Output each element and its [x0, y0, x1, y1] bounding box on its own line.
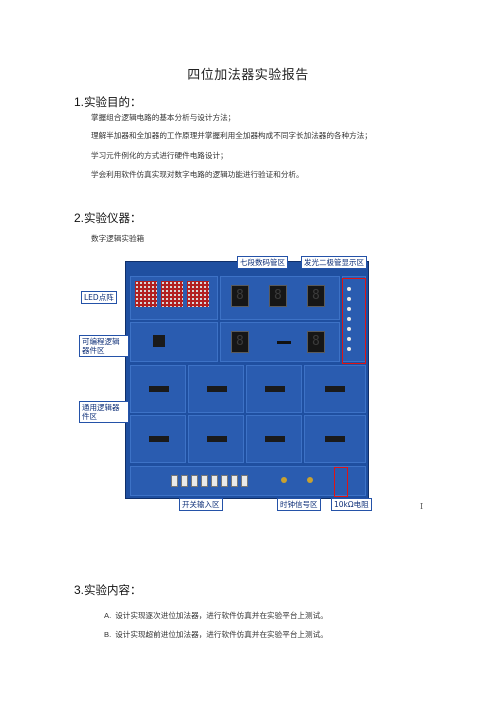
- toggle-switch: [211, 475, 218, 487]
- section-2-title: 实验仪器：: [84, 211, 142, 225]
- ic-chip: [149, 436, 169, 442]
- toggle-switch: [181, 475, 188, 487]
- seven-seg-panel-2: 8 8: [220, 322, 340, 362]
- led: [347, 317, 351, 321]
- section-3-number: 3.: [74, 583, 85, 597]
- bottom-panel: [130, 466, 366, 496]
- capacitor: [281, 477, 287, 483]
- led-matrix-1: [135, 281, 157, 307]
- ic-chip: [207, 386, 227, 392]
- toggle-switch: [241, 475, 248, 487]
- callout-led-matrix: LED点阵: [81, 291, 117, 304]
- led-highlight-box: [342, 278, 366, 364]
- objective-1: 掌握组合逻辑电路的基本分析与设计方法；: [91, 113, 236, 122]
- seven-seg-digit: 8: [269, 285, 287, 307]
- ic-chip: [207, 436, 227, 442]
- section-2-heading: 2.实验仪器：: [74, 210, 142, 226]
- callout-programmable: 可编程逻辑器件区: [79, 335, 129, 357]
- logic-cell: [246, 365, 302, 413]
- led: [347, 307, 351, 311]
- callout-general-logic: 通用逻辑器件区: [79, 401, 129, 423]
- section-3-title: 实验内容：: [84, 583, 142, 597]
- ic-chip: [265, 386, 285, 392]
- led: [347, 297, 351, 301]
- led: [347, 287, 351, 291]
- logic-cell: [130, 365, 186, 413]
- content-item-b-text: 设计实现超前进位加法器，进行软件仿真并在实验平台上测试。: [115, 630, 328, 639]
- instrument-name: 数字逻辑实验箱: [91, 234, 145, 243]
- cpld-chip: [153, 335, 165, 347]
- content-item-a: A.设计实现逐次进位加法器，进行软件仿真并在实验平台上测试。: [104, 610, 328, 621]
- ic-chip: [265, 436, 285, 442]
- led: [347, 347, 351, 351]
- seven-seg-panel: 8 8 8: [220, 276, 340, 320]
- pcb-board: 8 8 8 8 8: [125, 261, 369, 499]
- content-item-b: B.设计实现超前进位加法器，进行软件仿真并在实验平台上测试。: [104, 629, 328, 640]
- led-matrix-panel: [130, 276, 218, 320]
- callout-resistor: 10kΩ电阻: [331, 498, 372, 511]
- dash-segment: [277, 341, 291, 344]
- callout-seven-seg: 七段数码管区: [237, 256, 288, 269]
- experiment-box-photo: 8 8 8 8 8: [79, 253, 372, 511]
- programmable-panel: [130, 322, 218, 362]
- section-1-heading: 1.实验目的：: [74, 94, 142, 110]
- callout-switch-input: 开关输入区: [179, 498, 223, 511]
- section-1-number: 1.: [74, 95, 85, 109]
- seven-seg-digit: 8: [307, 285, 325, 307]
- objective-3: 学习元件例化的方式进行硬件电路设计；: [91, 151, 228, 160]
- ic-chip: [325, 436, 345, 442]
- section-2-number: 2.: [74, 211, 85, 225]
- toggle-switch: [201, 475, 208, 487]
- seven-seg-digit: 8: [231, 285, 249, 307]
- toggle-switch: [221, 475, 228, 487]
- page-title: 四位加法器实验报告: [187, 68, 309, 83]
- logic-cell: [188, 415, 244, 463]
- ic-chip: [149, 386, 169, 392]
- toggle-switch: [191, 475, 198, 487]
- cursor-mark: I: [420, 502, 424, 511]
- objective-4: 学会利用软件仿真实现对数字电路的逻辑功能进行验证和分析。: [91, 170, 304, 179]
- content-item-b-marker: B.: [104, 630, 112, 639]
- toggle-switch: [231, 475, 238, 487]
- led-matrix-2: [161, 281, 183, 307]
- logic-cell: [246, 415, 302, 463]
- logic-cell: [304, 415, 366, 463]
- logic-cell: [188, 365, 244, 413]
- led: [347, 337, 351, 341]
- toggle-switch: [171, 475, 178, 487]
- led: [347, 327, 351, 331]
- capacitor: [307, 477, 313, 483]
- callout-led-binary: 发光二极管显示区: [301, 256, 367, 269]
- content-item-a-marker: A.: [104, 611, 112, 620]
- callout-clock: 时钟信号区: [277, 498, 321, 511]
- content-item-a-text: 设计实现逐次进位加法器，进行软件仿真并在实验平台上测试。: [115, 611, 328, 620]
- logic-cell: [130, 415, 186, 463]
- resistor-highlight-box: [334, 467, 348, 497]
- section-3-heading: 3.实验内容：: [74, 582, 142, 598]
- led-matrix-3: [187, 281, 209, 307]
- ic-chip: [325, 386, 345, 392]
- objective-2: 理解半加器和全加器的工作原理并掌握利用全加器构成不同字长加法器的各种方法；: [91, 131, 372, 140]
- section-1-title: 实验目的：: [84, 95, 142, 109]
- seven-seg-digit: 8: [307, 331, 325, 353]
- seven-seg-digit: 8: [231, 331, 249, 353]
- logic-cell: [304, 365, 366, 413]
